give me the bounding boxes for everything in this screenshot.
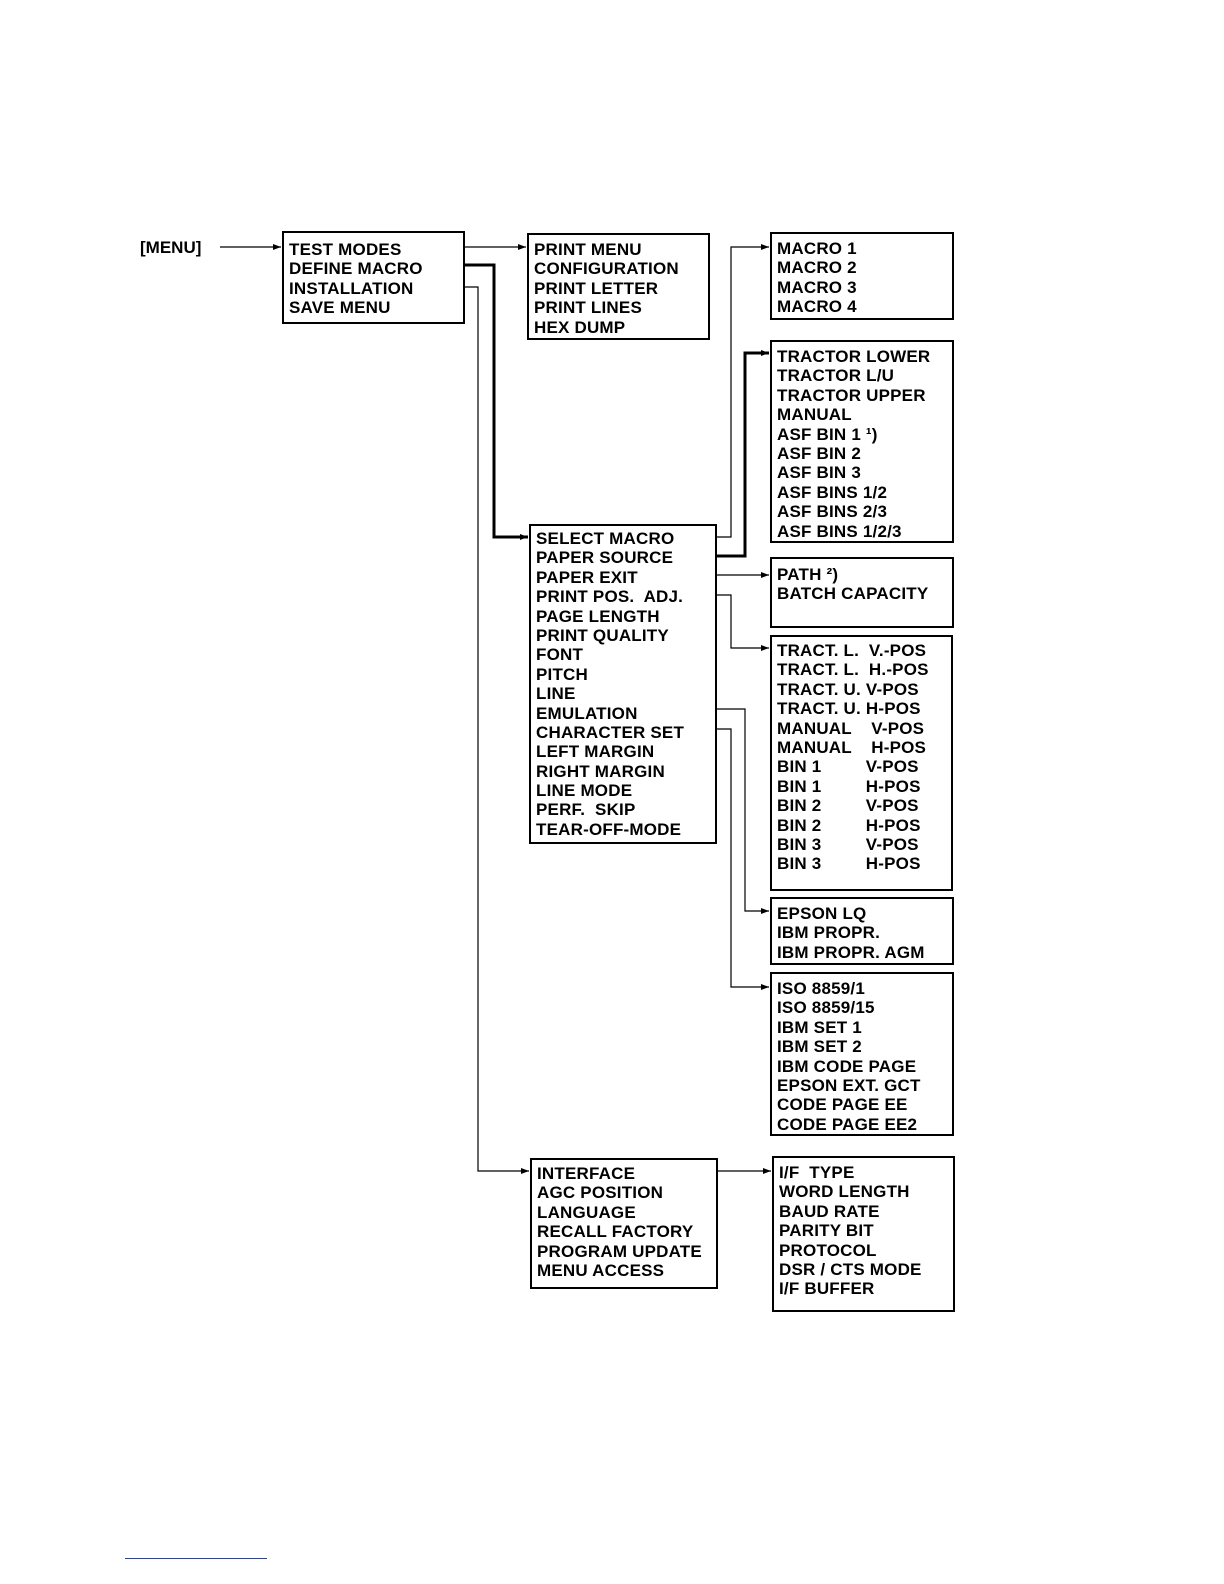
menu-item: FONT (536, 645, 584, 665)
menu-item: PRINT QUALITY (536, 625, 669, 645)
menu-item: EPSON LQ (777, 904, 867, 923)
menu-item: AGC POSITION (537, 1183, 664, 1203)
menu-item: MANUAL V-POS (777, 718, 925, 738)
menu-item: IBM PROPR. (777, 923, 881, 943)
menu-item: MANUAL H-POS (777, 737, 927, 757)
menu-item: TEST MODES (289, 240, 402, 259)
menu-item: CHARACTER SET (536, 722, 685, 742)
menu-item: LANGUAGE (537, 1202, 636, 1222)
menu-item: CONFIGURATION (534, 259, 679, 279)
menu-item: IBM SET 2 (777, 1037, 862, 1057)
menu-item: IBM CODE PAGE (777, 1056, 917, 1076)
menu-item: IBM SET 1 (777, 1017, 862, 1037)
menu-item: BIN 3 V-POS (777, 834, 919, 854)
menu-item: PITCH (536, 664, 588, 684)
arrow-select-macro (705, 244, 769, 538)
menu-item: SAVE MENU (289, 298, 391, 318)
menu-item: HEX DUMP (534, 317, 626, 337)
menu-item: EMULATION (536, 703, 638, 723)
menu-item: PAPER SOURCE (536, 548, 674, 568)
menu-item: PERF. SKIP (536, 800, 636, 820)
menu-item: DSR / CTS MODE (779, 1259, 922, 1279)
menu-item: PROGRAM UPDATE (537, 1241, 702, 1261)
menu-item: MACRO 4 (777, 297, 857, 317)
menu-item: PATH ²) (777, 565, 839, 584)
menu-item: MENU ACCESS (537, 1260, 665, 1280)
menu-item: MACRO 1 (777, 239, 857, 258)
menu-item: ASF BINS 2/3 (777, 502, 888, 522)
menu-item: TRACTOR LOWER (777, 347, 931, 366)
menu-item: TEAR-OFF-MODE (536, 819, 682, 839)
menu-item: I/F TYPE (779, 1163, 855, 1182)
menu-root-label: [MENU] (140, 238, 202, 257)
menu-item: TRACT. U. V-POS (777, 679, 919, 699)
menu-item: WORD LENGTH (779, 1182, 910, 1202)
menu-item: PROTOCOL (779, 1240, 877, 1260)
menu-item: TRACTOR UPPER (777, 385, 926, 405)
menu-item: LEFT MARGIN (536, 742, 655, 762)
menu-item: TRACT. L. V.-POS (777, 641, 927, 660)
menu-item: INSTALLATION (289, 278, 414, 298)
menu-item: ASF BIN 3 (777, 463, 861, 483)
menu-item: EPSON EXT. GCT (777, 1075, 921, 1095)
menu-item: LINE MODE (536, 781, 633, 801)
menu-item: I/F BUFFER (779, 1279, 875, 1299)
menu-item: CODE PAGE EE (777, 1095, 908, 1115)
menu-item: MANUAL (777, 405, 852, 425)
menu-item: BIN 1 V-POS (777, 757, 919, 777)
menu-item: BATCH CAPACITY (777, 584, 929, 604)
arrow-installation (436, 286, 529, 1174)
menu-item: PARITY BIT (779, 1221, 874, 1241)
menu-item: PRINT MENU (534, 240, 642, 259)
menu-item: BIN 1 H-POS (777, 776, 921, 796)
menu-item: PRINT LETTER (534, 278, 659, 298)
menu-item: ISO 8859/15 (777, 998, 875, 1018)
arrow-define-macro (458, 263, 528, 540)
menu-item: INTERFACE (537, 1164, 636, 1183)
menu-item: ISO 8859/1 (777, 979, 866, 998)
menu-item: TRACT. L. H.-POS (777, 660, 929, 680)
menu-item: ASF BIN 1 ¹) (777, 424, 878, 444)
footnote-rule (125, 1558, 267, 1559)
menu-item: PAGE LENGTH (536, 606, 660, 626)
menu-item: PRINT POS. ADJ. (536, 587, 684, 607)
menu-item: ASF BINS 1/2 (777, 482, 888, 502)
menu-item: BIN 2 H-POS (777, 815, 921, 835)
menu-item: RECALL FACTORY (537, 1222, 694, 1242)
menu-item: TRACTOR L/U (777, 366, 895, 386)
menu-item: MACRO 2 (777, 258, 857, 278)
paper-exit-box: PATH ²)BATCH CAPACITY (770, 557, 954, 628)
menu-item: PRINT LINES (534, 298, 642, 318)
menu-item: CODE PAGE EE2 (777, 1114, 918, 1134)
menu-item: BIN 2 V-POS (777, 796, 919, 816)
menu-item: IBM PROPR. AGM (777, 942, 925, 962)
menu-item: RIGHT MARGIN (536, 761, 665, 781)
menu-item: TRACT. U. H-POS (777, 699, 921, 719)
menu-item: LINE (536, 684, 576, 704)
menu-item: BAUD RATE (779, 1201, 880, 1221)
menu-item: ASF BIN 2 (777, 443, 861, 463)
menu-item: MACRO 3 (777, 277, 857, 297)
menu-item: BIN 3 H-POS (777, 854, 921, 874)
menu-item: ASF BINS 1/2/3 (777, 521, 902, 541)
menu-item: SELECT MACRO (536, 529, 675, 548)
menu-item: DEFINE MACRO (289, 259, 423, 279)
menu-item: PAPER EXIT (536, 567, 638, 587)
